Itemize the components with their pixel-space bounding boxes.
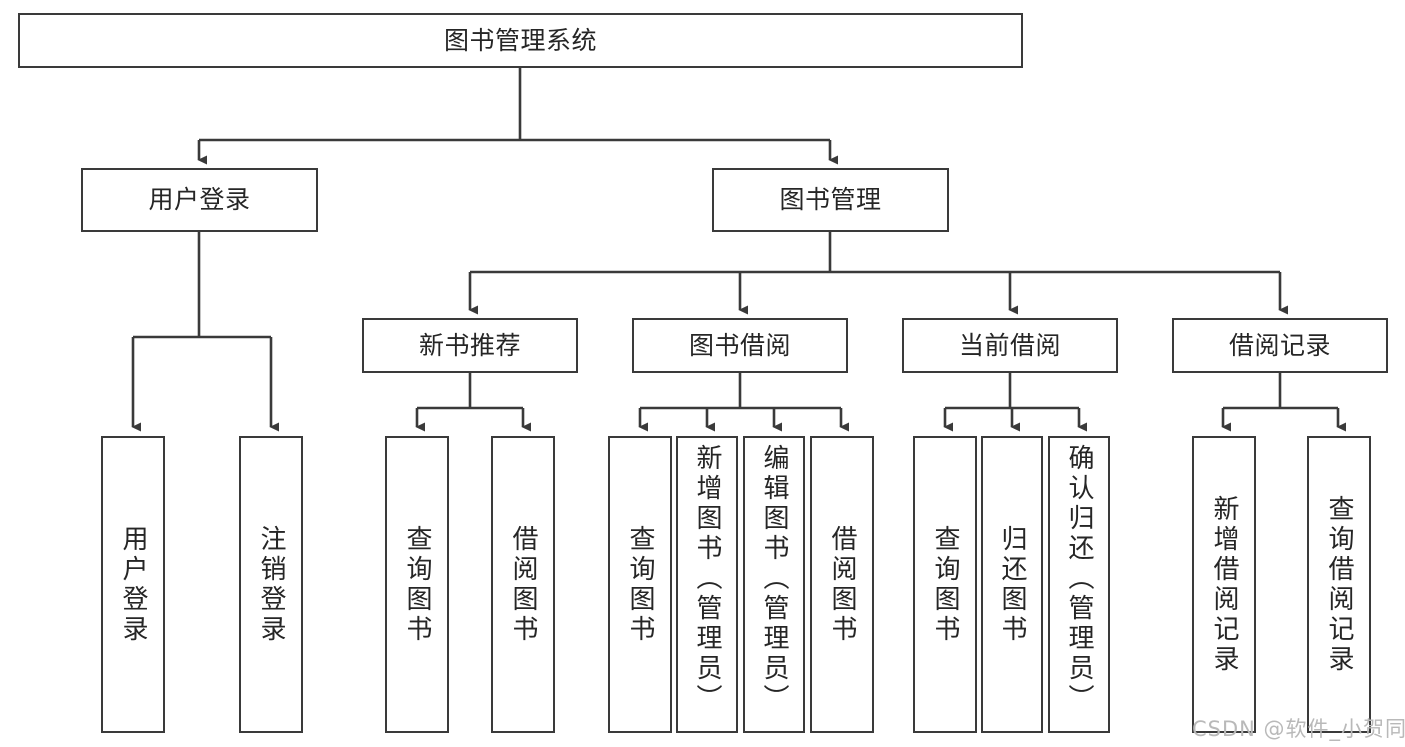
node-book-borrow-label: 图书借阅 (688, 330, 791, 360)
leaf-book-borrow-borrow[interactable]: 借阅图书 (810, 436, 874, 733)
leaf-new-book-borrow[interactable]: 借阅图书 (491, 436, 555, 733)
node-user-login[interactable]: 用户登录 (81, 168, 318, 232)
leaf-book-borrow-edit[interactable]: 编辑图书（管理员） (743, 436, 805, 733)
leaf-label: 查询图书 (625, 524, 655, 645)
leaf-user-login-logout[interactable]: 注销登录 (239, 436, 303, 733)
leaf-label: 借阅图书 (508, 524, 538, 645)
leaf-label: 查询图书 (930, 524, 960, 645)
leaf-borrow-record-query[interactable]: 查询借阅记录 (1307, 436, 1371, 733)
leaf-user-login-login[interactable]: 用户登录 (101, 436, 165, 733)
leaf-label: 查询借阅记录 (1324, 494, 1354, 675)
leaf-label: 新增借阅记录 (1209, 494, 1239, 675)
node-root-label: 图书管理系统 (443, 25, 597, 55)
leaf-book-borrow-query[interactable]: 查询图书 (608, 436, 672, 733)
leaf-label: 编辑图书（管理员） (759, 444, 789, 714)
csdn-watermark: CSDN @软件_小贺同学 (1192, 717, 1405, 741)
leaf-current-borrow-query[interactable]: 查询图书 (913, 436, 977, 733)
node-book-borrow[interactable]: 图书借阅 (632, 318, 848, 373)
leaf-borrow-record-add[interactable]: 新增借阅记录 (1192, 436, 1256, 733)
node-book-management[interactable]: 图书管理 (712, 168, 949, 232)
node-new-book-recommend[interactable]: 新书推荐 (362, 318, 578, 373)
leaf-new-book-query[interactable]: 查询图书 (385, 436, 449, 733)
leaf-label: 注销登录 (256, 524, 286, 645)
leaf-label: 新增图书（管理员） (692, 444, 722, 714)
node-book-management-label: 图书管理 (779, 185, 882, 215)
node-user-login-label: 用户登录 (148, 185, 251, 215)
node-borrow-record-label: 借阅记录 (1228, 330, 1331, 360)
leaf-label: 归还图书 (997, 524, 1027, 645)
leaf-label: 借阅图书 (827, 524, 857, 645)
leaf-label: 确认归还（管理员） (1064, 444, 1094, 714)
node-borrow-record[interactable]: 借阅记录 (1172, 318, 1388, 373)
node-current-borrow[interactable]: 当前借阅 (902, 318, 1118, 373)
node-root[interactable]: 图书管理系统 (18, 13, 1023, 68)
leaf-current-borrow-confirm[interactable]: 确认归还（管理员） (1048, 436, 1110, 733)
leaf-label: 查询图书 (402, 524, 432, 645)
leaf-label: 用户登录 (118, 524, 148, 645)
leaf-current-borrow-return[interactable]: 归还图书 (981, 436, 1043, 733)
node-current-borrow-label: 当前借阅 (958, 330, 1061, 360)
node-new-book-recommend-label: 新书推荐 (418, 330, 521, 360)
leaf-book-borrow-add[interactable]: 新增图书（管理员） (676, 436, 738, 733)
